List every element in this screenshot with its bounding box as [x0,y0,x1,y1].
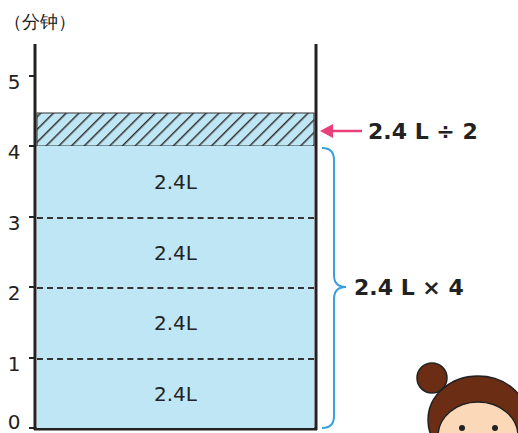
brace [322,148,346,428]
axis-unit: （分钟） [4,10,76,34]
tick-label: 3 [8,211,21,235]
formula-label: 2.4 L × 4 [354,275,464,300]
water-band: 2.4L [37,217,314,287]
tick-label: 5 [8,70,21,94]
volume-label: 2.4L [154,241,197,265]
formula-label: 2.4 L ÷ 2 [368,119,478,144]
tick-label: 2 [8,281,21,305]
right-wall [315,44,318,430]
tick-label: 4 [8,140,21,164]
pink-arrow [320,124,362,138]
water-band: 2.4L [37,287,314,357]
ticks [29,76,35,428]
girl-illustration [417,363,518,433]
tick-label: 1 [8,352,21,376]
volume-label: 2.4L [154,382,197,406]
volume-label: 2.4L [154,170,197,194]
tick-label: 0 [8,410,21,433]
volume-label: 2.4L [154,311,197,335]
hatched-half [37,113,314,146]
water-band: 2.4L [37,358,314,428]
water-band: 2.4L [37,146,314,216]
